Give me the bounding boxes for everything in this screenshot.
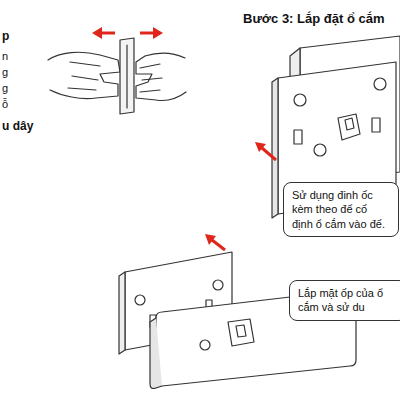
callout-text: Sử dụng đinh ốc kèm theo để cố định ổ cắ… bbox=[292, 188, 390, 231]
step-heading-fragment: p bbox=[2, 30, 9, 44]
body-fragment: ỗ bbox=[2, 98, 8, 111]
body-fragment: g bbox=[2, 82, 8, 95]
callout-text: Lắp mặt ốp của ổ cắm và sử du bbox=[298, 286, 398, 315]
step-heading: Bước 3: Lắp đặt ổ cắm bbox=[243, 12, 384, 27]
body-fragment: g bbox=[2, 66, 8, 79]
callout-box: Lắp mặt ốp của ổ cắm và sử du bbox=[289, 280, 400, 321]
body-fragment: n bbox=[2, 50, 8, 63]
callout-box: Sử dụng đinh ốc kèm theo để cố định ổ cắ… bbox=[283, 182, 399, 237]
step-heading-fragment: u dây bbox=[2, 120, 33, 134]
